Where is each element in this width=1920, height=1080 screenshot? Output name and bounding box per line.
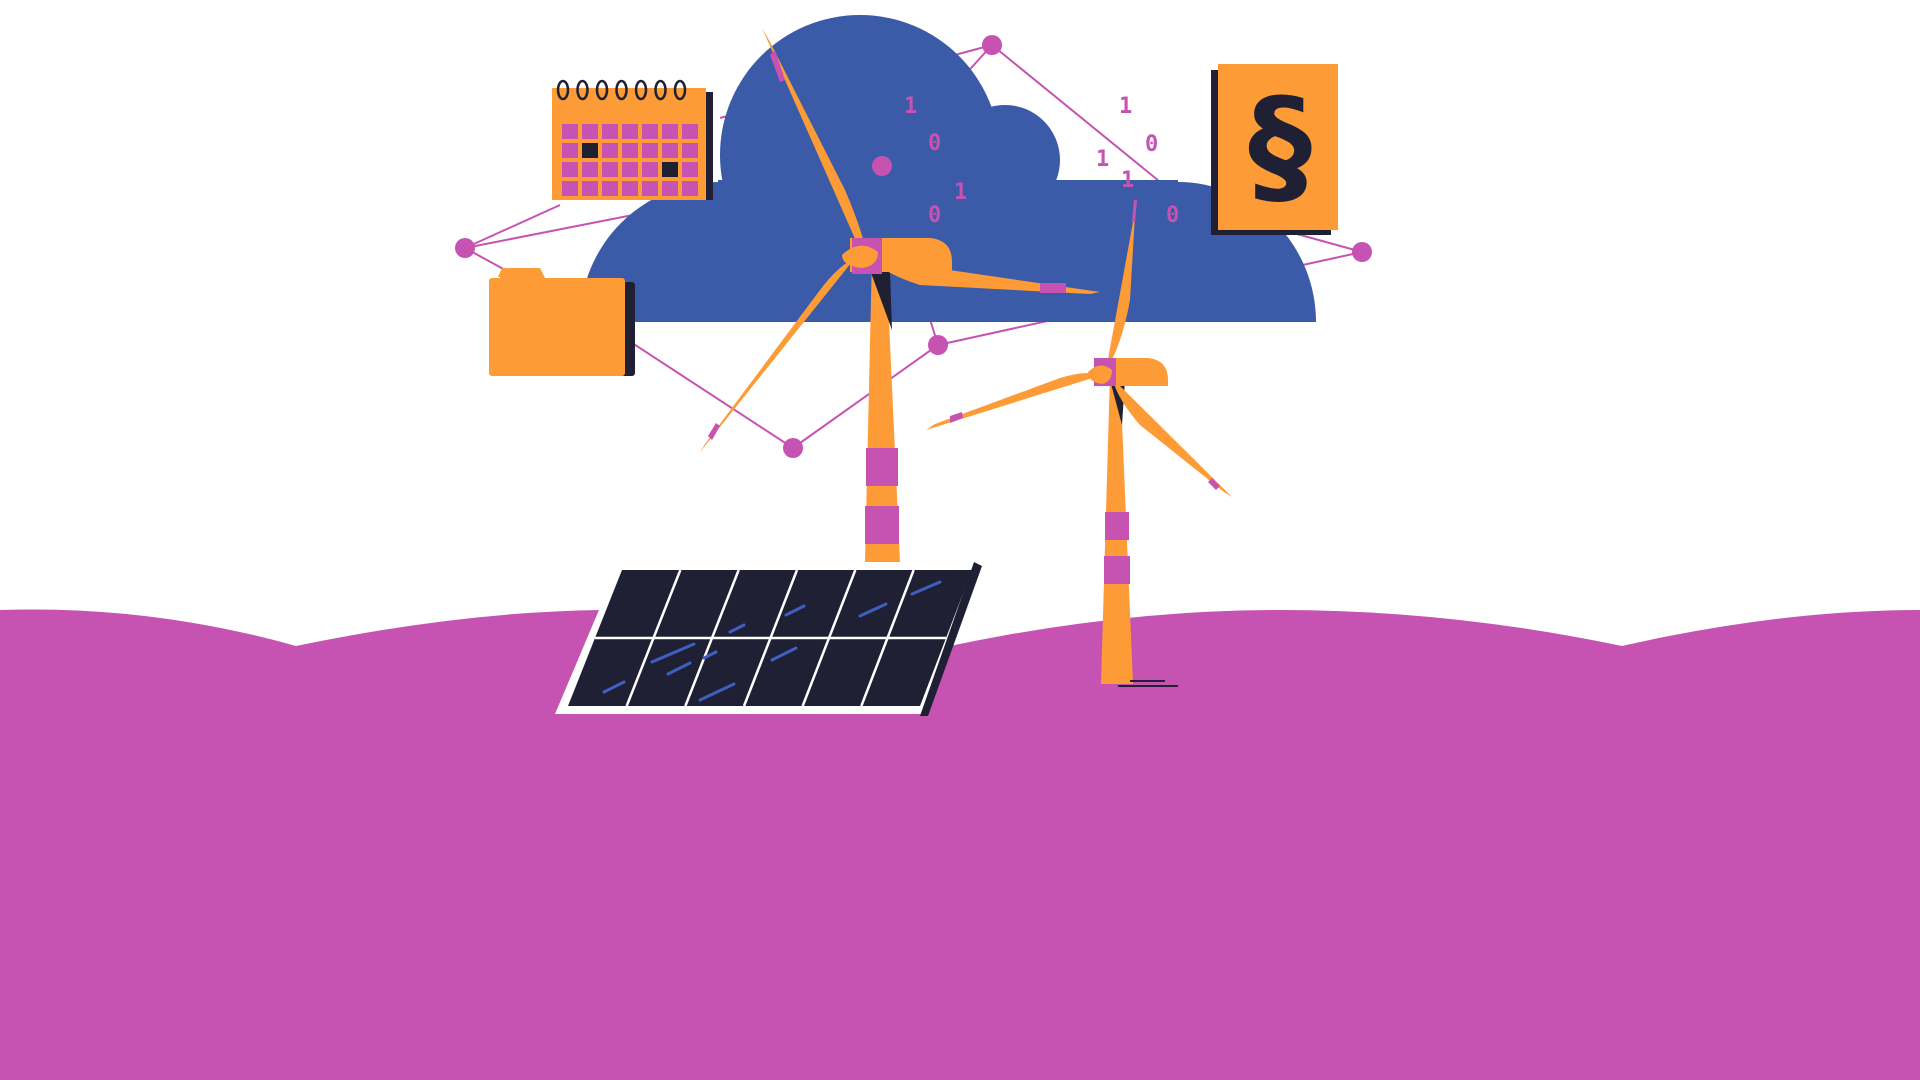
binary-digit: 1 [904,94,917,119]
calendar-icon [552,79,713,200]
binary-digit: 1 [954,180,967,205]
section-sign: § [1248,72,1312,221]
wind-turbine-icon [926,200,1232,687]
ground [0,609,1920,1080]
solar-panel-icon [555,562,982,716]
network-nodes [455,35,1372,458]
binary-digit: 1 [1121,168,1134,193]
wind-turbine-icon [700,28,1100,562]
binary-digit: 0 [1166,203,1179,228]
calendar-rings [556,79,687,101]
binary-digit: 1 [1096,147,1109,172]
solar-panel-reflections [602,580,942,702]
binary-digit: 0 [1145,132,1158,157]
binary-digit: 0 [928,131,941,156]
binary-digit: 0 [928,203,941,228]
binary-digit: 1 [1119,94,1132,119]
folder-icon [489,268,635,376]
calendar-grid [562,124,698,196]
section-sign-document-icon: § [1211,64,1338,235]
solar-panel-grid [595,569,946,707]
